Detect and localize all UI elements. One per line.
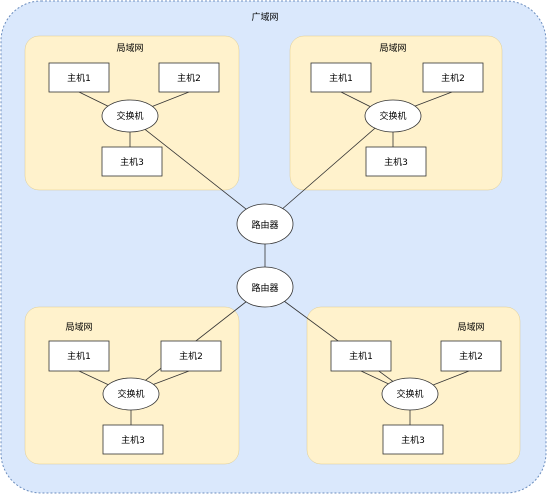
host-box [330,340,392,372]
host-label: 主机1 [349,350,373,362]
host-box [158,62,220,93]
link [127,286,266,395]
lan-label: 局域网 [457,321,484,333]
host-box [48,340,110,372]
host-label: 主机2 [177,72,201,84]
router-node-lower [236,266,294,308]
switch-node [364,99,422,133]
host-label: 主机2 [441,72,465,84]
host-label: 主机2 [179,350,203,362]
host-label: 主机3 [121,434,145,446]
router-label: 路由器 [251,219,278,231]
switch-label: 交换机 [396,388,423,400]
host-label: 主机1 [67,350,91,362]
switch-label: 交换机 [116,110,143,122]
host-box [382,424,444,455]
host-box [422,62,484,93]
host-box [160,340,222,372]
host-box [310,62,372,93]
host-label: 主机3 [384,156,408,168]
host-box [48,62,110,93]
host-box [365,146,427,177]
lan-label: 局域网 [116,42,143,54]
switch-label: 交换机 [379,110,406,122]
switch-node [102,377,160,411]
switch-label: 交换机 [117,388,144,400]
host-label: 主机3 [401,434,425,446]
link [264,115,390,225]
switch-node [101,99,159,133]
wan-label: 广域网 [251,11,278,23]
host-box [101,146,163,177]
switch-node [381,377,439,411]
lan-label: 局域网 [65,321,92,333]
lan-label: 局域网 [379,42,406,54]
host-box [102,424,164,455]
host-box [440,340,502,372]
link [127,115,266,225]
host-label: 主机2 [459,350,483,362]
host-label: 主机3 [120,156,144,168]
host-label: 主机1 [67,72,91,84]
host-label: 主机1 [329,72,353,84]
router-label: 路由器 [251,282,278,294]
link [264,286,411,395]
router-node-upper [236,203,294,245]
